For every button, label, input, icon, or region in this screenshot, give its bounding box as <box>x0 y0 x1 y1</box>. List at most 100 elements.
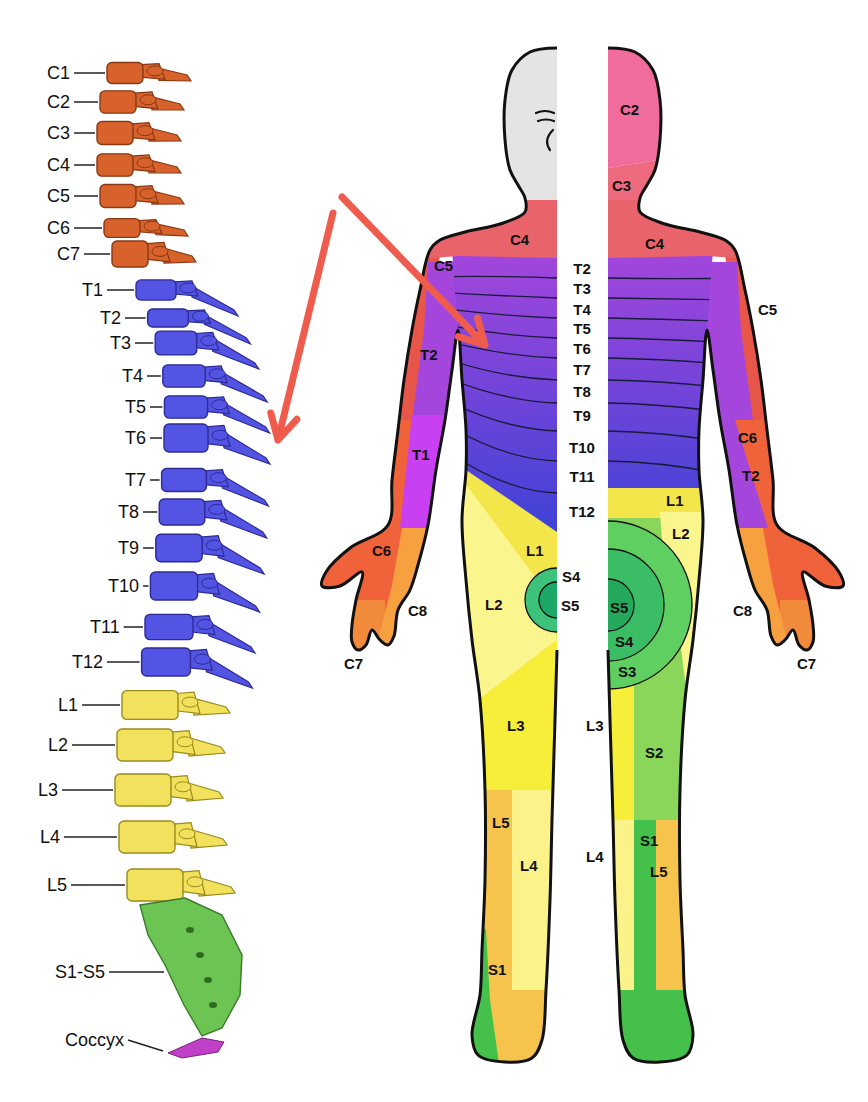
vertebral-body <box>163 365 205 387</box>
dermatome-boundary <box>608 338 715 342</box>
vertebra-label: L4 <box>40 828 60 846</box>
foramen <box>209 450 219 456</box>
dermatome-label: T10 <box>569 440 595 455</box>
transverse-process <box>212 430 228 440</box>
leader-line <box>109 971 164 973</box>
foramen <box>176 852 186 858</box>
dermatome-label: T5 <box>573 321 591 336</box>
vertebral-body <box>104 219 140 238</box>
dermatome-label: S4 <box>615 634 633 649</box>
leader-line <box>128 1040 163 1051</box>
vertebral-body <box>156 534 202 561</box>
vertebral-body <box>155 331 197 355</box>
transverse-process <box>144 221 160 231</box>
vertebra-label: C3 <box>47 124 70 142</box>
vertebral-arch <box>204 470 228 487</box>
vertebral-arch <box>146 242 170 261</box>
transverse-process <box>192 311 208 321</box>
dermatome-label: S1 <box>640 833 658 848</box>
vertebra-label: C7 <box>57 245 80 263</box>
foramen <box>134 174 144 180</box>
dermatome-label: T6 <box>573 341 591 356</box>
dermatome-label: C8 <box>733 603 752 618</box>
dermatome-label: T8 <box>573 384 591 399</box>
dermatome-label: C7 <box>344 656 363 671</box>
dermatome-label: C4 <box>510 232 529 247</box>
vertebra-label: L5 <box>47 876 67 894</box>
leader-line <box>74 72 105 74</box>
transverse-process <box>177 737 193 747</box>
leader-line <box>84 253 110 255</box>
vertebral-body <box>112 241 148 267</box>
vertebral-arch <box>141 64 165 80</box>
dermatome-boundary <box>450 342 557 358</box>
vertebral-arch <box>203 366 227 383</box>
foramen <box>199 598 209 604</box>
leader-line <box>71 884 125 886</box>
vertebra-label: L2 <box>48 736 68 754</box>
spinous-process <box>212 579 260 612</box>
foramen <box>172 805 182 811</box>
dermatome-label: S1 <box>488 962 506 977</box>
vertebral-body <box>100 184 136 207</box>
pointer-arrow <box>342 197 485 345</box>
dermatome-boundary <box>608 277 715 279</box>
foramen <box>209 416 219 422</box>
dermatome-label: T1 <box>412 447 430 462</box>
transverse-process <box>187 877 203 887</box>
transverse-process <box>140 189 156 199</box>
vertebral-arch <box>131 123 155 140</box>
vertebral-body <box>164 396 207 418</box>
dermatome-s4 <box>525 568 589 632</box>
leader-line <box>143 511 157 513</box>
dermatome-label: T2 <box>742 468 760 483</box>
vertebra-label: C4 <box>47 156 70 174</box>
vertebra-label: T12 <box>72 653 103 671</box>
vertebra-label: T4 <box>122 367 143 385</box>
spinous-process <box>207 621 255 653</box>
dermatome-s5 <box>582 579 634 631</box>
transverse-process <box>147 66 163 76</box>
dermatome-label: L5 <box>492 815 510 830</box>
vertebral-arch <box>191 616 215 635</box>
vertebra-label: C6 <box>47 219 70 237</box>
spinous-process <box>204 655 252 688</box>
vertebra-label: Coccyx <box>65 1031 124 1049</box>
transverse-process <box>212 400 228 410</box>
foramen <box>137 111 147 117</box>
leader-line <box>74 101 98 103</box>
vertebra <box>97 154 181 180</box>
foramen <box>198 353 208 359</box>
leader-line <box>135 342 153 344</box>
vertebral-arch <box>206 397 230 414</box>
leader-line <box>143 585 148 587</box>
leader-line <box>74 227 102 229</box>
vertebral-arch <box>206 425 230 446</box>
dermatome-label: S5 <box>610 600 628 615</box>
vertebra <box>115 774 223 811</box>
body-front <box>300 40 589 1100</box>
sacral-foramen <box>186 927 194 933</box>
transverse-process <box>206 540 222 550</box>
dermatome-label: S5 <box>561 598 579 613</box>
transverse-process <box>201 336 217 346</box>
spinous-process <box>219 506 267 538</box>
dermatome-label: L3 <box>586 718 604 733</box>
dermatome-boundary <box>608 318 715 321</box>
dermatome-boundary <box>608 380 715 387</box>
vertebral-arch <box>174 281 198 296</box>
dermatome-boundary <box>450 276 557 278</box>
face-features <box>536 111 554 150</box>
foramen <box>206 523 216 529</box>
transverse-process <box>197 619 213 629</box>
dermatome-label: L2 <box>672 526 690 541</box>
body-outline <box>608 48 844 1062</box>
vertebral-arch <box>134 186 158 203</box>
vertebral-body <box>162 468 207 491</box>
vertebra <box>150 572 259 612</box>
transverse-process <box>202 578 218 588</box>
dermatome-boundary <box>450 309 557 318</box>
vertebral-body <box>159 499 205 525</box>
foramen <box>144 81 154 87</box>
